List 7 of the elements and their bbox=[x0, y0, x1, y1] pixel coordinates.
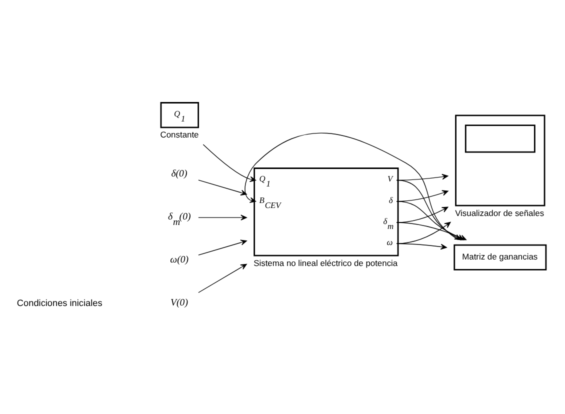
node-label: Visualizador de señales bbox=[455, 208, 544, 218]
node-text: V(0) bbox=[170, 297, 188, 308]
node-text: ω(0) bbox=[170, 254, 189, 266]
node-label: Sistema no lineal eléctrico de potencia bbox=[254, 258, 398, 268]
node-text: δ(0) bbox=[171, 168, 188, 180]
label: Condiciones iniciales bbox=[16, 298, 102, 308]
node-label: Constante bbox=[160, 130, 199, 140]
